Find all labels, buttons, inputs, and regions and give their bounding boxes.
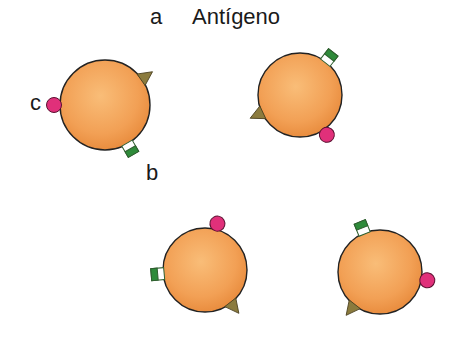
- cell: [338, 220, 436, 320]
- label-text: Antígeno: [192, 6, 280, 28]
- cell: [247, 49, 342, 145]
- label-text: b: [146, 162, 158, 184]
- label-text: c: [30, 92, 41, 114]
- cell: [151, 214, 247, 317]
- cell: [47, 60, 157, 157]
- label-text: a: [150, 6, 162, 28]
